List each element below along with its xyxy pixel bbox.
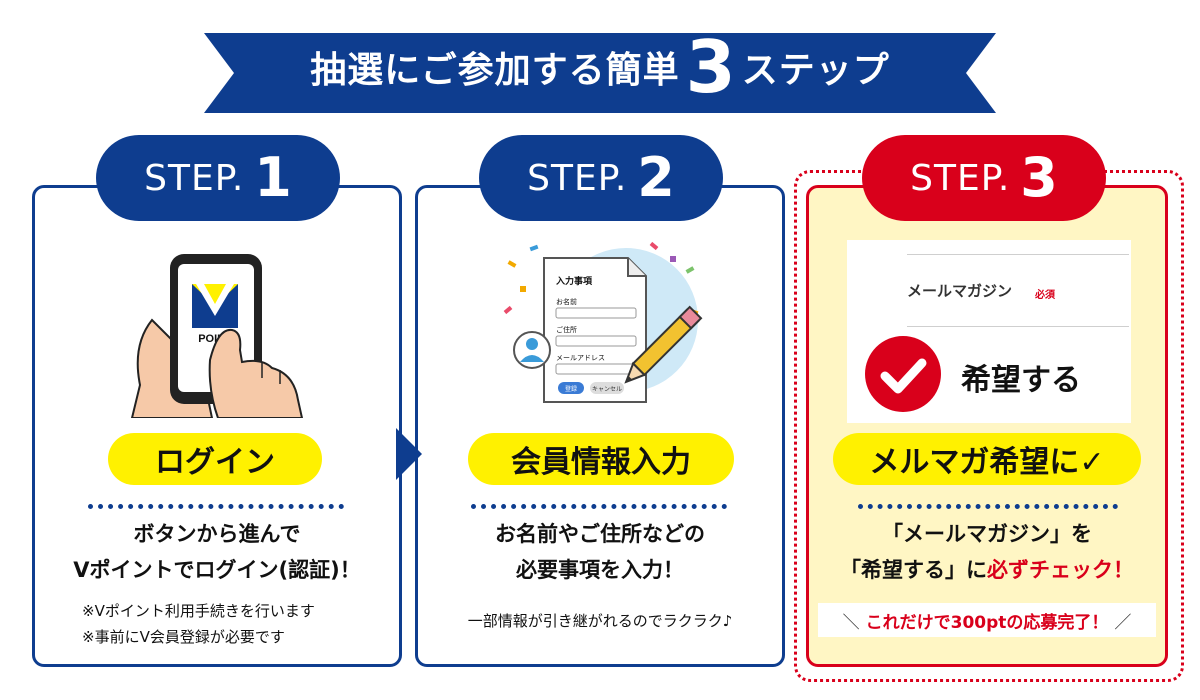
- step1-description: ボタンから進んで Vポイントでログイン(認証)！: [40, 516, 394, 588]
- mail-magazine-label: メールマガジン: [907, 282, 1013, 300]
- strip-right-mark: ／: [1114, 612, 1132, 633]
- divider: [907, 326, 1129, 327]
- step2-description: お名前やご住所などの 必要事項を入力！: [423, 516, 777, 588]
- step1-desc-line: ボタンから進んで: [133, 522, 301, 546]
- step1-desc-line: Vポイントでログイン(認証)！: [73, 558, 361, 582]
- user-avatar-icon: [513, 331, 551, 369]
- pencil-icon: [624, 305, 703, 384]
- arrow-right-icon: [396, 428, 422, 480]
- header-title-pre: 抽選にご参加する簡単: [310, 50, 680, 91]
- step1-action-pill: ログイン: [108, 433, 322, 485]
- strip-text: これだけで300ptの応募完了！: [865, 612, 1109, 633]
- step1-badge-label: STEP.: [144, 157, 245, 199]
- checkmark-icon[interactable]: [865, 336, 941, 412]
- step1-badge: STEP. 1: [96, 135, 340, 221]
- form-cancel-button: キャンセル: [592, 386, 622, 393]
- option-hope-label: 希望する: [961, 363, 1081, 398]
- header-title-number: 3: [685, 25, 736, 109]
- step1-note: ※事前にV会員登録が必要です: [82, 628, 285, 646]
- header-title-post: ステップ: [741, 50, 890, 91]
- mail-magazine-form-box: メールマガジン 必須 希望する: [847, 240, 1131, 423]
- header-title: 抽選にご参加する簡単 3 ステップ: [204, 15, 996, 119]
- strip-left-mark: ＼: [842, 612, 860, 633]
- step2-badge-number: 2: [637, 146, 675, 209]
- step2-badge-label: STEP.: [527, 157, 628, 199]
- step3-badge-number: 3: [1020, 146, 1058, 209]
- step2-desc-line: 必要事項を入力！: [516, 558, 684, 582]
- step1-badge-number: 1: [254, 146, 292, 209]
- form-email-label: メールアドレス: [556, 354, 605, 362]
- required-badge: 必須: [1035, 290, 1055, 301]
- ribbon-shape: [204, 33, 996, 113]
- header-ribbon: 抽選にご参加する簡単 3 ステップ: [204, 15, 996, 119]
- dotted-separator: [858, 504, 1118, 509]
- step1-notes: ※Vポイント利用手続きを行います ※事前にV会員登録が必要です: [82, 598, 382, 650]
- step3-badge-label: STEP.: [910, 157, 1011, 199]
- step2-desc-line: お名前やご住所などの: [495, 522, 705, 546]
- step3-completion-strip: ＼ これだけで300ptの応募完了！ ／: [818, 603, 1156, 637]
- form-name-label: お名前: [556, 297, 577, 306]
- step3-desc-emphasis: 必ずチェック！: [987, 558, 1134, 582]
- step3-desc-line1: 「メールマガジン」を: [882, 522, 1092, 546]
- dotted-separator: [471, 504, 727, 509]
- step3-action-pill: メルマガ希望に✓: [833, 433, 1141, 485]
- step3-desc-line2: 「希望する」に必ずチェック！: [812, 552, 1162, 588]
- form-register-button: 登録: [565, 385, 577, 393]
- step1-note: ※Vポイント利用手続きを行います: [82, 602, 315, 620]
- step3-badge: STEP. 3: [862, 135, 1106, 221]
- form-address-label: ご住所: [556, 325, 577, 334]
- smartphone-icon: POINT: [130, 254, 304, 418]
- step2-action-pill: 会員情報入力: [468, 433, 734, 485]
- form-document-icon: 入力事項 お名前 ご住所 メールアドレス 登録 キャンセル: [503, 241, 703, 403]
- divider: [907, 254, 1129, 255]
- step2-note: 一部情報が引き継がれるのでラクラク♪: [467, 612, 733, 630]
- step3-description: 「メールマガジン」を 「希望する」に必ずチェック！: [812, 516, 1162, 588]
- step3-desc-line2-pre: 「希望する」に: [840, 558, 987, 582]
- dotted-separator: [88, 504, 344, 509]
- step2-badge: STEP. 2: [479, 135, 723, 221]
- form-title: 入力事項: [555, 275, 593, 287]
